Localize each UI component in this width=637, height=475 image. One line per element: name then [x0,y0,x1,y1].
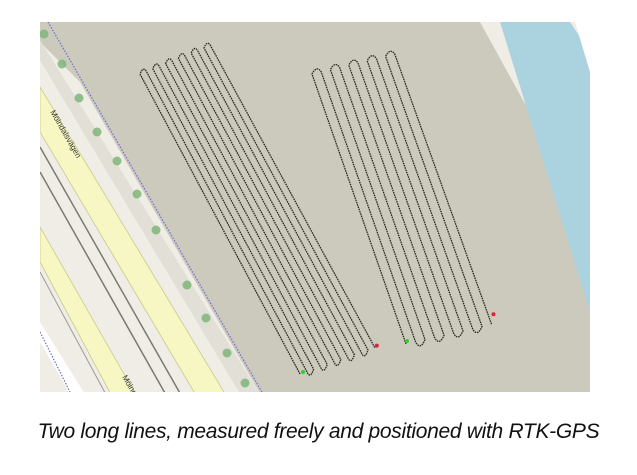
footway [40,322,84,392]
road-lane-major-2 [40,226,135,392]
tree-icon [112,156,122,166]
tree-row [40,29,250,388]
dotted-path [47,22,263,392]
end-marker [374,343,379,348]
figure-caption: Two long lines, measured freely and posi… [37,420,600,443]
gps-track-line-1 [139,42,376,376]
tree-icon [222,348,232,358]
tree-icon [40,29,49,39]
tree-icon [151,225,161,235]
white-road [575,22,590,72]
end-marker [491,312,496,317]
verge [40,40,259,392]
road-line [40,171,166,392]
tree-icon [201,313,211,323]
tree-icon [92,127,102,137]
tree-icon [57,59,67,69]
road-line [40,146,181,392]
tree-icon [182,280,192,290]
gps-tracks [139,42,496,376]
tree-icon [132,189,142,199]
start-marker [405,339,409,343]
tree-icon [74,93,84,103]
dotted-path [40,331,71,392]
road-lane-major-1 [40,86,225,392]
map-canvas: Mölndalsvägen Mölndalsvägen [40,22,590,392]
tree-icon [240,378,250,388]
river [500,22,590,312]
gps-track-line-2 [311,50,493,347]
start-marker [301,370,305,374]
road-line [40,271,106,392]
map-view[interactable]: Mölndalsvägen Mölndalsvägen [40,22,590,392]
